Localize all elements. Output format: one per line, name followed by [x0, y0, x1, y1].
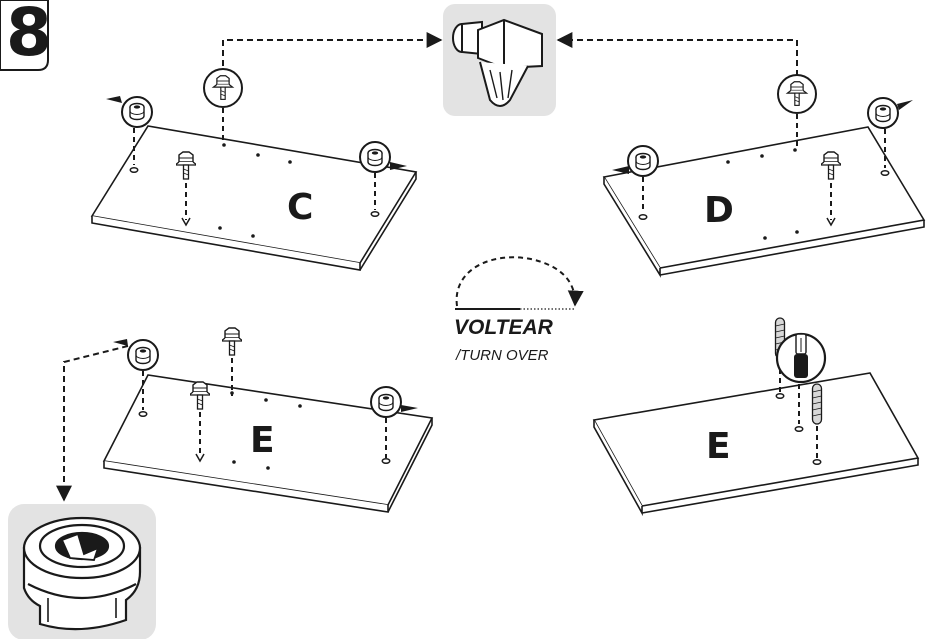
cam-bolt-detail-callout	[443, 4, 556, 116]
cam-lock-large-icon	[22, 516, 142, 631]
panel-e-right-label: E	[706, 426, 731, 467]
panel-d-fittings	[612, 74, 913, 227]
cam-lock-icon	[635, 152, 651, 171]
panel-e-left-fittings	[56, 327, 418, 502]
cam-lock-icon	[875, 104, 891, 123]
dashed-link-bottom	[56, 345, 129, 502]
step-number: 8	[6, 0, 52, 71]
cam-lock-icon	[129, 102, 145, 121]
panel-e-right: E	[592, 372, 920, 517]
panel-e-right-fittings	[774, 317, 827, 466]
dashed-link-left	[222, 32, 443, 76]
cam-bolt-large-icon	[452, 18, 543, 107]
turn-over-primary: VOLTEAR	[454, 316, 554, 339]
screwdriver-icon	[794, 333, 808, 378]
panel-c-label: C	[287, 187, 313, 228]
panel-d: D	[602, 126, 926, 278]
turn-over-secondary: /TURN OVER	[455, 347, 549, 364]
turn-over-indicator: VOLTEAR /TURN OVER	[454, 256, 584, 364]
panel-e-left-label: E	[250, 420, 275, 461]
turn-over-arrow	[455, 256, 584, 307]
dashed-link-right	[556, 32, 798, 76]
panel-c-fittings	[106, 68, 407, 227]
wooden-dowel-icon	[811, 383, 823, 425]
cam-lock-icon	[378, 393, 394, 412]
cam-lock-detail-callout	[8, 504, 156, 639]
panel-e-left: E	[102, 374, 434, 513]
step-number-badge: 8	[0, 0, 52, 71]
cam-bolt-icon	[222, 327, 242, 356]
cam-lock-icon	[135, 346, 151, 365]
panel-d-label: D	[704, 190, 734, 231]
panel-c: C	[90, 125, 418, 271]
cam-lock-icon	[367, 148, 383, 167]
